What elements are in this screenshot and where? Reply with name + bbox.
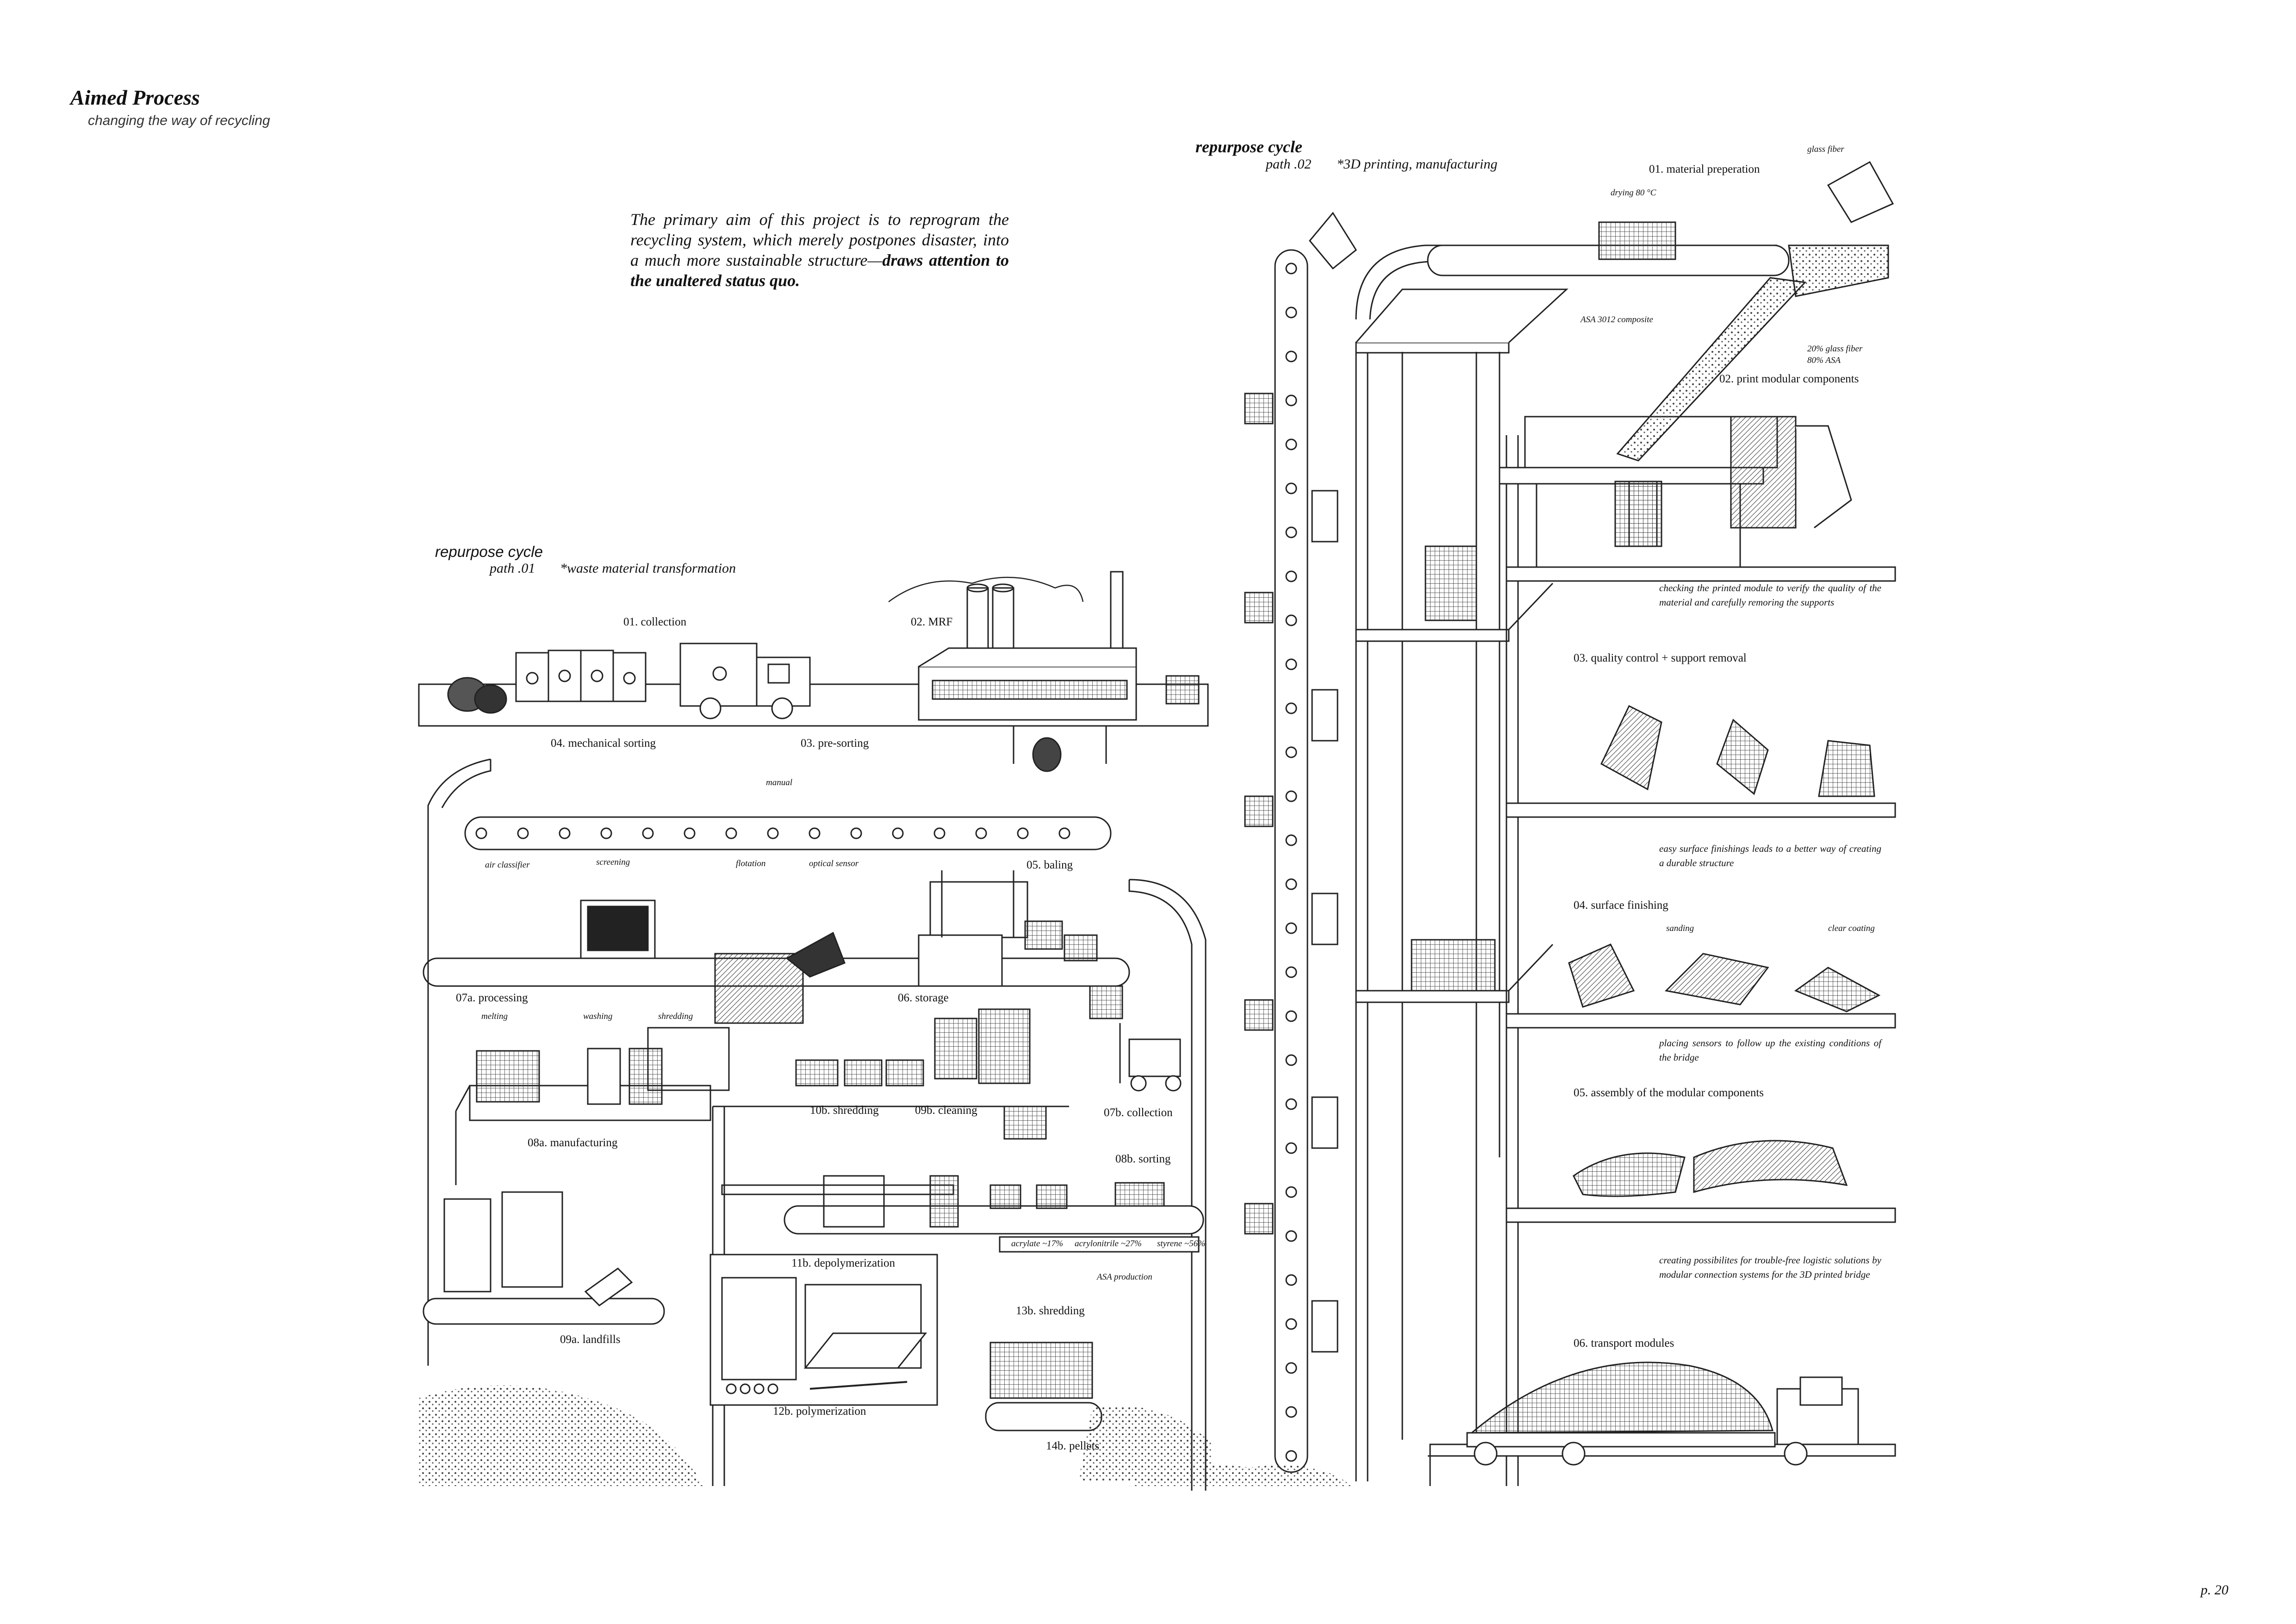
label-glass-fiber: glass fiber: [1807, 144, 1844, 154]
label-mechanical-sorting: 04. mechanical sorting: [551, 737, 656, 750]
label-optical-sensor: optical sensor: [809, 859, 859, 868]
label-asa-composite: ASA 3012 composite: [1580, 315, 1653, 325]
forklift: [1119, 1023, 1182, 1092]
label-polymerization: 12b. polymerization: [773, 1405, 866, 1418]
material-prep-conveyor: [1427, 161, 1894, 462]
label-surface-finishing: 04. surface finishing: [1574, 899, 1668, 912]
desc-assembly: placing sensors to follow up the existin…: [1659, 1037, 1881, 1063]
path02-heading: repurpose cycle: [1195, 137, 1302, 156]
printed-modules: [1411, 481, 1881, 1197]
label-shredding-13b: 13b. shredding: [1016, 1305, 1085, 1317]
hood-right: [1129, 879, 1207, 1491]
transport-truck: [1466, 1362, 1859, 1466]
path01-note: *waste material transformation: [560, 561, 736, 576]
intro-text: The primary aim of this project is to re…: [630, 210, 1009, 269]
desc-transport: creating possibilites for trouble-free l…: [1659, 1255, 1881, 1280]
label-drying: drying 80 °C: [1611, 188, 1656, 198]
label-washing: washing: [583, 1012, 613, 1021]
label-styrene: styrene ~56%: [1157, 1239, 1206, 1249]
label-processing: 07a. processing: [456, 992, 528, 1004]
depolymerization-lab: [709, 1254, 938, 1406]
landfill-conveyor: [419, 1191, 703, 1486]
label-clear-coating: clear coating: [1828, 924, 1875, 933]
desc-surface-finishing: easy surface finishings leads to a bette…: [1659, 843, 1881, 868]
path01-heading: repurpose cycle: [435, 543, 543, 560]
pellet-shredder: [985, 1342, 1213, 1481]
label-depolymerization: 11b. depolymerization: [791, 1257, 896, 1269]
label-baling: 05. baling: [1027, 859, 1073, 871]
label-mrf: 02. MRF: [911, 616, 953, 628]
label-manufacturing: 08a. manufacturing: [528, 1137, 618, 1149]
path02-path: path .02: [1266, 156, 1312, 172]
side-bins: [1244, 393, 1338, 1353]
label-flotation: flotation: [736, 859, 766, 868]
path02-note: *3D printing, manufacturing: [1337, 156, 1498, 172]
waste-bags: [447, 677, 507, 714]
label-pellets: 14b. pellets: [1046, 1440, 1100, 1452]
label-screening: screening: [596, 857, 630, 867]
label-quality-control: 03. quality control + support removal: [1574, 652, 1747, 664]
label-cleaning-09b: 09b. cleaning: [915, 1104, 977, 1117]
label-collection-07b: 07b. collection: [1104, 1106, 1173, 1119]
label-transport: 06. transport modules: [1574, 1337, 1674, 1349]
path01-path: path .01: [490, 561, 535, 576]
label-print: 02. print modular components: [1719, 373, 1859, 385]
storage-bales: [795, 985, 1123, 1140]
label-sanding: sanding: [1666, 924, 1694, 933]
processing-floor: [455, 1027, 730, 1185]
optical-monitor: [580, 899, 846, 1024]
recycling-bins: [515, 650, 647, 702]
label-shredding: shredding: [658, 1012, 693, 1021]
label-sorting-08b: 08b. sorting: [1115, 1153, 1171, 1165]
mrf-factory: [888, 571, 1200, 721]
page-subtitle: changing the way of recycling: [88, 113, 270, 128]
label-pre-sorting: 03. pre-sorting: [801, 737, 869, 750]
desc-quality-control: checking the printed module to verify th…: [1659, 582, 1881, 608]
printing-tower: [1355, 288, 1568, 1481]
intro-paragraph: The primary aim of this project is to re…: [630, 209, 1009, 291]
sorting-conveyor: [464, 816, 1112, 850]
label-air-classifier: air classifier: [485, 860, 530, 870]
right-building: [1428, 435, 1896, 1486]
collection-truck: [679, 643, 811, 719]
label-shredding-10b: 10b. shredding: [810, 1104, 879, 1117]
print-frame: [1499, 416, 1852, 567]
vertical-rollers: [1285, 262, 1297, 1462]
label-material-prep: 01. material preperation: [1649, 163, 1760, 175]
page-number: p. 20: [2201, 1582, 2228, 1598]
sorting-line-08b: [784, 1175, 1204, 1253]
label-landfills: 09a. landfills: [560, 1333, 621, 1346]
label-assembly: 05. assembly of the modular components: [1574, 1087, 1764, 1099]
conveyor-rollers: [475, 827, 1070, 839]
label-mix-glass: 20% glass fiber: [1807, 344, 1863, 354]
intro-emphasis: draws attention to the unaltered status …: [630, 251, 1009, 290]
vertical-conveyor: [1274, 212, 1777, 1473]
label-mix-asa: 80% ASA: [1807, 356, 1841, 365]
label-acrylate: acrylate ~17%: [1011, 1239, 1064, 1249]
label-asa-production: ASA production: [1097, 1272, 1152, 1282]
drop-chute: [1013, 726, 1107, 772]
pellet-heap: [1129, 1465, 1351, 1486]
label-collection: 01. collection: [623, 616, 687, 628]
label-manual: manual: [766, 778, 792, 787]
page-title: Aimed Process: [70, 86, 200, 109]
hood-left: [427, 758, 491, 1366]
label-acrylonitrile: acrylonitrile ~27%: [1075, 1239, 1142, 1249]
baling-machine: [918, 870, 1098, 987]
label-storage: 06. storage: [898, 992, 949, 1004]
label-melting: melting: [481, 1012, 508, 1021]
